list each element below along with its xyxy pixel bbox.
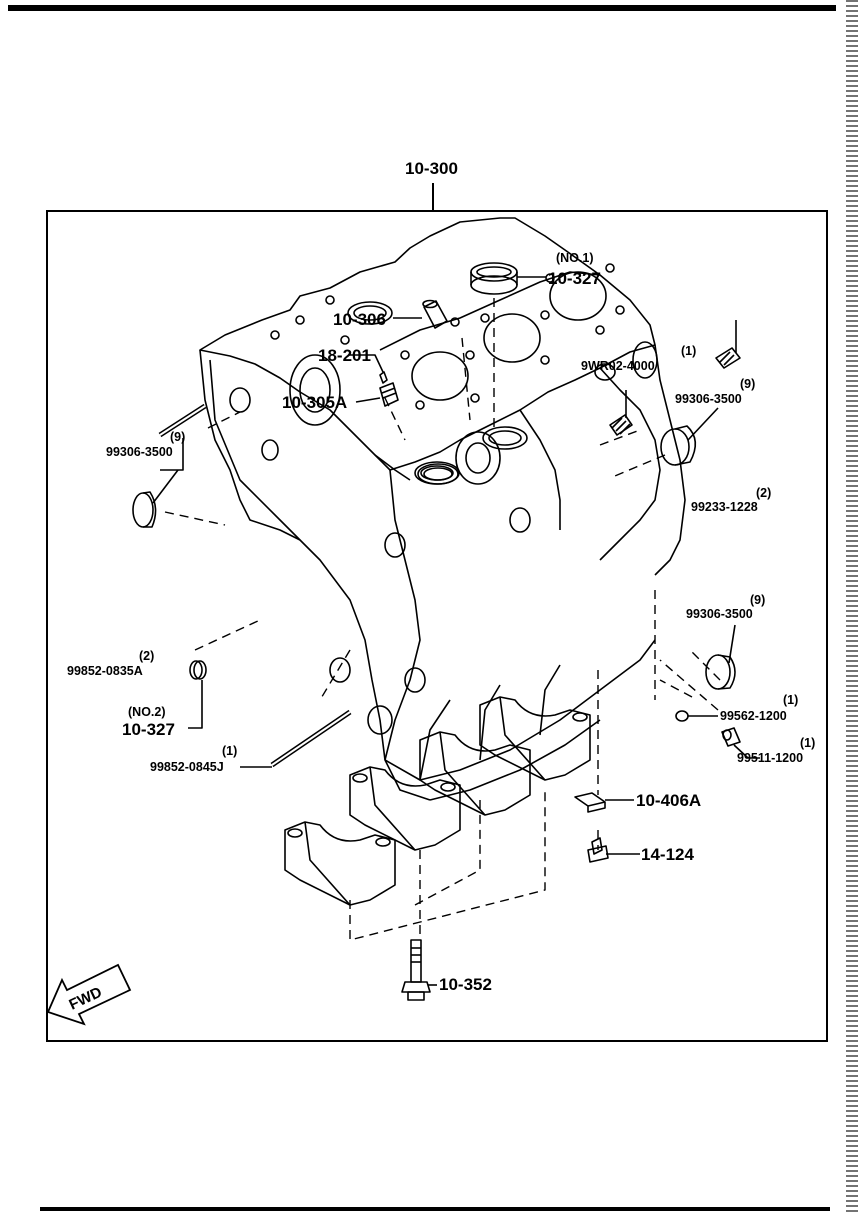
callout-qty: (1) (222, 744, 238, 758)
callout-part: 99306-3500 (686, 607, 753, 621)
callout-part: 9WR02-4000 (581, 359, 655, 373)
cylinder-block-body (199, 217, 686, 801)
callout-part: 10-306 (333, 310, 386, 329)
diagram-frame (46, 210, 828, 1042)
assembly-label: 10-300 (405, 159, 458, 178)
callout-qty: (1) (800, 736, 816, 750)
callout-part: 10-352 (439, 975, 492, 994)
callout-part: 99233-1228 (691, 500, 758, 514)
callout-part: 99562-1200 (720, 709, 787, 723)
callout-part: 99306-3500 (675, 392, 742, 406)
main-bearing-caps (284, 696, 591, 906)
callout-part: 10-305A (282, 393, 348, 412)
top-rule (8, 5, 836, 11)
callout-part: 99852-0835A (67, 664, 143, 678)
bottom-rule (40, 1207, 830, 1211)
cup-plug-right-bottom (705, 654, 736, 690)
callout-qty: (9) (170, 430, 186, 444)
washer-99562 (675, 710, 689, 722)
bolt-10-352 (401, 939, 431, 1001)
fwd-arrow-icon: FWD (46, 963, 132, 1026)
leader-lines (152, 276, 760, 986)
callout-part: 99852-0845J (150, 760, 224, 774)
sleeve-10-306 (422, 299, 448, 329)
assembly-dash-lines (164, 298, 721, 941)
callout-part: 10-327 (122, 720, 175, 739)
callout-part: 99306-3500 (106, 445, 173, 459)
dowel-10-305a (379, 382, 399, 407)
plug-9wr02 (609, 414, 633, 436)
callout-part: 10-406A (636, 791, 702, 810)
callout-qty: (2) (139, 649, 155, 663)
bolt-14-124 (587, 837, 609, 863)
callout-qty: (9) (750, 593, 766, 607)
callout-qty: (1) (783, 693, 799, 707)
callout-qty: (NO.1) (556, 251, 594, 265)
plug-99511 (721, 727, 741, 747)
callout-qty: (NO.2) (128, 705, 166, 719)
cup-plug-left (132, 491, 157, 528)
seal-ring-no1 (470, 262, 518, 295)
page-edge-marks (846, 0, 858, 1214)
callout-qty: (2) (756, 486, 772, 500)
cup-plug-right-top (660, 425, 697, 466)
callout-part: 10-327 (548, 269, 601, 288)
callout-part: 18-201 (318, 346, 371, 365)
plug-99233 (715, 347, 741, 369)
stud-99852-0835a (158, 403, 207, 438)
stud-99852-0845j (270, 709, 352, 768)
clip-10-406a (574, 792, 606, 813)
callout-part: 99511-1200 (737, 751, 804, 765)
pin-18-201 (379, 371, 388, 384)
callout-qty: (9) (740, 377, 756, 391)
callout-qty: (1) (681, 344, 697, 358)
seal-ring-no2 (189, 660, 207, 680)
callout-part: 14-124 (641, 845, 694, 864)
